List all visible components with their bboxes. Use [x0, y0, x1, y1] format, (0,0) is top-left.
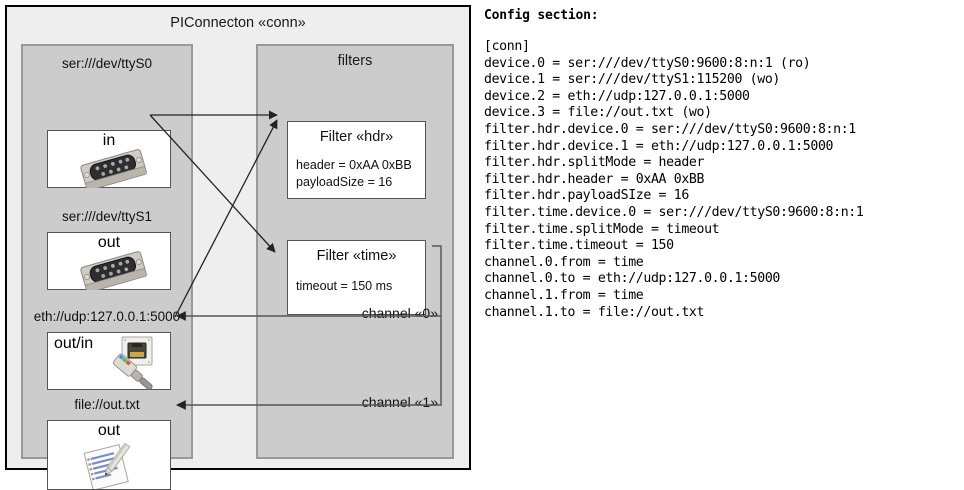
config-line-3: device.2 = eth://udp:127.0.0.1:5000	[484, 88, 750, 104]
filter-time-title: Filter «time»	[316, 248, 397, 264]
ethernet-jack-icon	[112, 336, 153, 390]
config-heading: Config section:	[484, 8, 599, 23]
serial-port-icon	[80, 251, 147, 290]
device-node-eth[interactable]: out/in	[47, 332, 171, 390]
device-label-eth: eth://udp:127.0.0.1:5000	[33, 309, 181, 324]
device-label-ttyS0: ser:///dev/ttyS0	[61, 56, 153, 71]
config-line-12: filter.time.timeout = 150	[484, 238, 674, 254]
config-line-11: filter.time.splitMode = timeout	[484, 221, 720, 237]
filter-hdr-title: Filter «hdr»	[319, 129, 394, 145]
config-line-5: filter.hdr.device.0 = ser:///dev/ttyS0:9…	[484, 121, 856, 137]
serial-port-icon	[80, 149, 147, 188]
device-label-file: file://out.txt	[74, 397, 140, 412]
config-line-7: filter.hdr.splitMode = header	[484, 155, 705, 171]
filter-time-prop-timeout: timeout = 150 ms	[296, 279, 393, 293]
config-line-14: channel.0.to = eth://udp:127.0.0.1:5000	[484, 271, 780, 287]
config-line-2: device.1 = ser:///dev/ttyS1:115200 (wo)	[484, 72, 780, 88]
device-label-ttyS1: ser:///dev/ttyS1	[61, 209, 153, 224]
config-section: Config section: [conn]device.0 = ser:///…	[484, 8, 962, 321]
device-node-file[interactable]: out	[47, 420, 171, 490]
devices-panel: ser:///dev/ttyS0 in	[21, 44, 193, 490]
filter-hdr-prop-header: header = 0xAA 0xBB	[296, 158, 412, 172]
config-line-4: device.3 = file://out.txt (wo)	[484, 105, 712, 121]
text-file-icon	[83, 443, 131, 489]
config-line-8: filter.hdr.header = 0xAA 0xBB	[484, 171, 705, 187]
device-direction-in: in	[102, 132, 116, 149]
config-line-10: filter.time.device.0 = ser:///dev/ttyS0:…	[484, 204, 864, 220]
config-line-13: channel.0.from = time	[484, 254, 644, 270]
config-line-9: filter.hdr.payloadSIze = 16	[484, 188, 689, 204]
config-line-6: filter.hdr.device.1 = eth://udp:127.0.0.…	[484, 138, 834, 154]
channel-label-0: channel «0»	[361, 305, 438, 321]
filter-box-time[interactable]: Filter «time» timeout = 150 ms	[287, 240, 426, 315]
filter-hdr-prop-payloadsize: payloadSize = 16	[296, 175, 393, 189]
config-line-0: [conn]	[484, 39, 530, 54]
filters-panel-title: filters	[337, 53, 373, 69]
device-direction-out-serial: out	[97, 234, 121, 251]
device-direction-outin: out/in	[54, 335, 94, 352]
connector-diagram: PIConnecton «conn» ser:///dev/ttyS0 in	[5, 5, 471, 490]
channel-label-1: channel «1»	[361, 394, 438, 410]
config-body: [conn]device.0 = ser:///dev/ttyS0:9600:8…	[484, 39, 962, 321]
config-line-16: channel.1.to = file://out.txt	[484, 304, 705, 320]
device-node-ttyS1[interactable]: out	[47, 232, 171, 290]
diagram-title: PIConnecton «conn»	[170, 15, 306, 31]
config-line-1: device.0 = ser:///dev/ttyS0:9600:8:n:1 (…	[484, 55, 811, 71]
filters-panel: filters Filter «hdr» header = 0xAA 0xBB …	[256, 44, 454, 459]
device-direction-out-file: out	[97, 422, 121, 439]
filter-box-hdr[interactable]: Filter «hdr» header = 0xAA 0xBB payloadS…	[287, 121, 426, 199]
device-node-ttyS0[interactable]: in	[47, 130, 171, 188]
config-line-15: channel.1.from = time	[484, 287, 644, 303]
